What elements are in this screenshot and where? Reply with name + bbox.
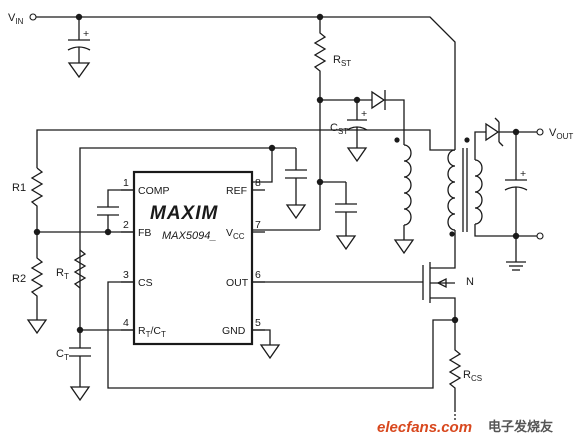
pin4-name: RT/CT <box>138 325 166 339</box>
svg-text:+: + <box>520 168 526 180</box>
rt-label: RT <box>56 267 69 281</box>
fb-wiring <box>37 189 134 236</box>
ct-capacitor <box>69 330 91 402</box>
input-capacitor: + <box>67 17 91 79</box>
pin-leads <box>121 189 265 331</box>
rst-label: RST <box>333 54 351 68</box>
svg-text:+: + <box>361 108 367 120</box>
pin7-name: VCC <box>226 227 245 241</box>
rcs-resistor <box>448 340 462 420</box>
vout-terminals <box>536 128 544 240</box>
pin2-name: FB <box>138 227 151 239</box>
rst-resistor <box>313 17 327 104</box>
watermark-cn: 电子发烧友 <box>488 419 553 434</box>
cst-label: CST <box>330 122 348 136</box>
ct-label: CT <box>56 348 69 362</box>
gnd-wiring <box>252 329 281 360</box>
transformer-core <box>462 148 468 232</box>
svg-text:+: + <box>83 28 89 40</box>
output-diode <box>485 117 537 147</box>
r1-resistor <box>30 167 44 236</box>
pin8-name: REF <box>226 185 247 197</box>
r1-label: R1 <box>12 182 26 194</box>
pin1-name: COMP <box>138 185 170 197</box>
pin7-number: 7 <box>255 219 261 231</box>
pin6-name: OUT <box>226 277 249 289</box>
pin2-number: 2 <box>123 219 129 231</box>
rcs-label: RCS <box>463 369 482 383</box>
ic-logo: MAXIM <box>150 203 219 224</box>
ic-body <box>132 170 254 346</box>
mosfet-label: N <box>466 276 474 288</box>
pin6-number: 6 <box>255 269 261 281</box>
aux-diode <box>371 90 405 145</box>
mosfet <box>252 255 459 340</box>
pin1-number: 1 <box>123 177 129 189</box>
vout-label: VOUT <box>549 127 573 141</box>
output-capacitor: + <box>504 132 528 271</box>
vin-label: VIN <box>8 12 24 26</box>
pin3-number: 3 <box>123 269 129 281</box>
r2-resistor <box>26 232 48 335</box>
watermark-site: elecfans.com <box>377 419 472 436</box>
pin8-number: 8 <box>255 177 261 189</box>
rst-node-wiring: + <box>252 96 372 251</box>
r2-label: R2 <box>12 273 26 285</box>
watermark: elecfans.com 电子发烧友 <box>377 419 553 436</box>
secondary-winding <box>464 131 537 240</box>
cs-sense-wire <box>107 281 455 389</box>
pin3-name: CS <box>138 277 153 289</box>
feedback-loop-wiring <box>36 129 455 330</box>
pin5-name: GND <box>222 325 246 337</box>
primary-winding <box>447 149 456 255</box>
pin4-number: 4 <box>123 317 129 329</box>
ic-part-number: MAX5094_ <box>162 230 216 242</box>
pin5-number: 5 <box>255 317 261 329</box>
aux-winding <box>393 137 415 255</box>
